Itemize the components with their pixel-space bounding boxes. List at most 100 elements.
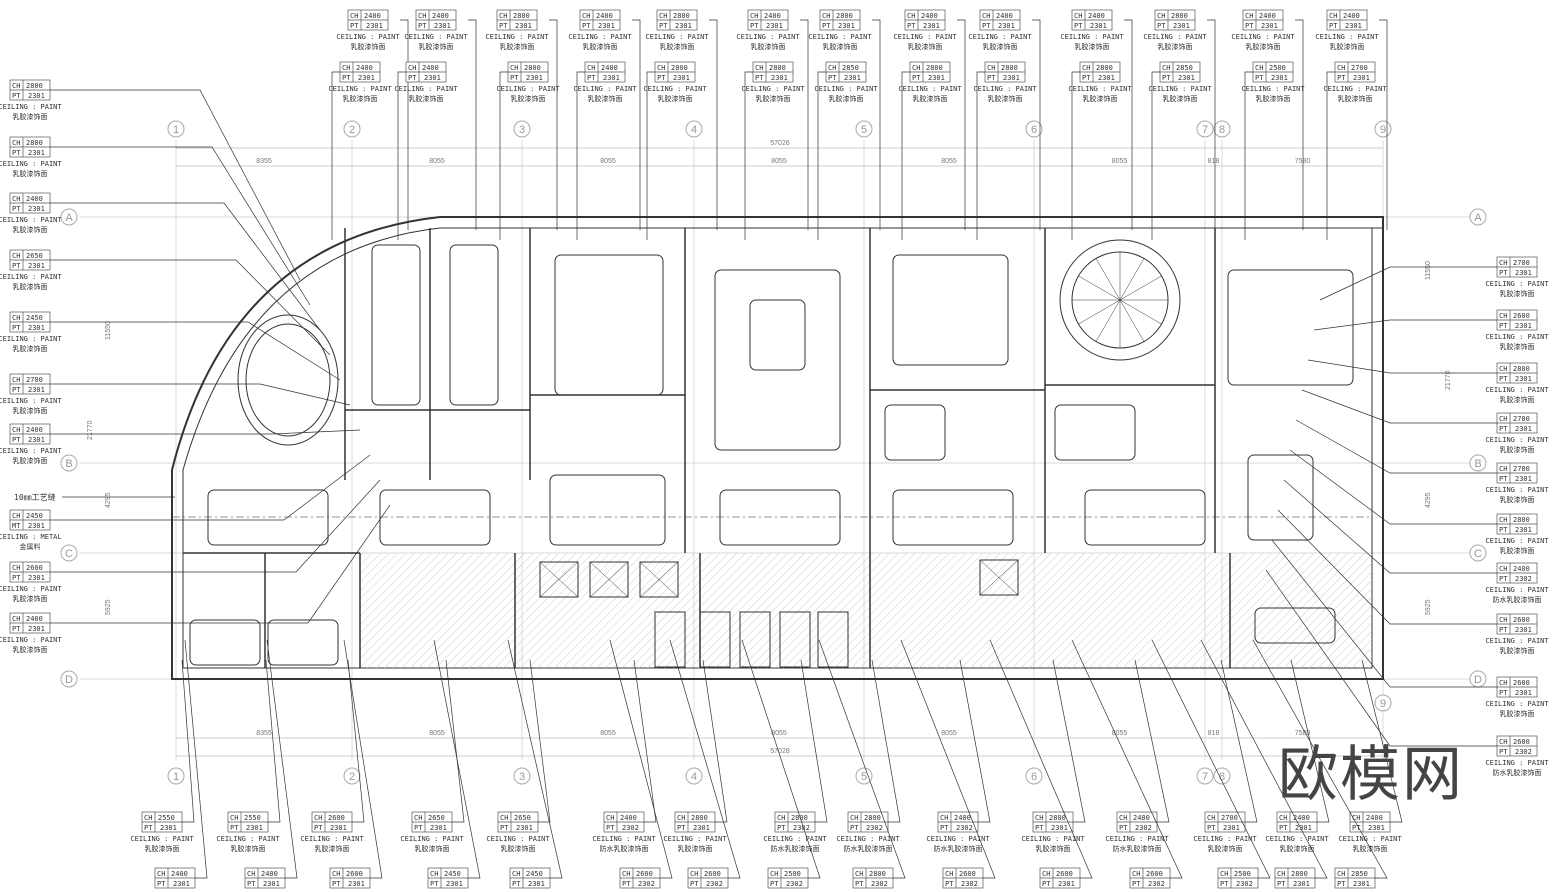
tag-ch-label: CH (157, 870, 165, 878)
leader-line (1295, 19, 1304, 230)
tag-material-code: PT (332, 880, 341, 888)
axis-label: 3 (519, 124, 525, 136)
axis-label: B (65, 458, 72, 470)
leader-line (800, 19, 809, 230)
leader-line (181, 659, 195, 823)
tag-material-number: 2301 (1515, 375, 1532, 383)
tag-material-en: CEILING : PAINT (592, 835, 656, 843)
ceiling-rib (1095, 258, 1121, 301)
tag-ch-label: CH (1499, 312, 1507, 320)
axis-bubble (1469, 454, 1487, 472)
leader-line (1134, 659, 1170, 823)
tag-material-en: CEILING : PAINT (328, 85, 392, 93)
tag-material-number: 2301 (28, 324, 45, 332)
tag-material-number: 2301 (424, 74, 441, 82)
tag-ch-label: CH (12, 376, 20, 384)
tag-ceiling-height: 2400 (432, 12, 449, 20)
tag-material-cn: 防水乳胶漆饰面 (771, 844, 820, 853)
tag-ceiling-height: 2400 (1293, 814, 1310, 822)
tag-material-en: CEILING : PAINT (0, 636, 62, 644)
leader-line (1252, 639, 1388, 879)
tag-ceiling-height: 2600 (328, 814, 345, 822)
tag-material-en: CEILING : PAINT (741, 85, 805, 93)
tag-material-number: 2301 (1345, 22, 1362, 30)
ceiling-rib (1119, 258, 1145, 301)
tag-material-code: PT (1035, 824, 1044, 832)
tag-material-en: CEILING : PAINT (485, 33, 549, 41)
tag-material-number: 2301 (1058, 880, 1075, 888)
tag-material-en: CEILING : PAINT (1060, 33, 1124, 41)
tag-material-en: CEILING : PAINT (1485, 700, 1549, 708)
tag-ch-label: CH (1255, 64, 1263, 72)
tag-material-code: PT (912, 74, 921, 82)
tag-material-cn: 乳胶漆饰面 (823, 42, 858, 51)
toilet-cubicle (654, 611, 686, 668)
tag-ch-label: CH (657, 64, 665, 72)
tag-ch-label: CH (1499, 365, 1507, 373)
tag-material-cn: 乳胶漆饰面 (1500, 646, 1535, 655)
fixture-box (639, 561, 679, 598)
tag-ch-label: CH (912, 64, 920, 72)
tag-ch-label: CH (1337, 870, 1345, 878)
axis-bubble (343, 767, 361, 785)
tag-material-code: PT (750, 22, 759, 30)
leader-line (50, 429, 361, 435)
ceiling-panel (207, 489, 329, 546)
tag-material-cn: 乳胶漆饰面 (751, 42, 786, 51)
tag-material-code: PT (414, 824, 423, 832)
tag-ch-label: CH (855, 870, 863, 878)
leader-line (1207, 19, 1216, 230)
tag-material-cn: 乳胶漆饰面 (1280, 844, 1315, 853)
tag-ceiling-height: 2500 (1234, 870, 1251, 878)
tag-ceiling-height: 2800 (864, 814, 881, 822)
leader-line (499, 71, 508, 240)
tag-ceiling-height: 2800 (1513, 365, 1530, 373)
tag-material-cn: 乳胶漆饰面 (1158, 42, 1193, 51)
tag-material-en: CEILING : PAINT (0, 585, 62, 593)
axis-label: C (1474, 548, 1482, 560)
tag-ceiling-height: 2400 (996, 12, 1013, 20)
tag-material-en: CEILING : PAINT (643, 85, 707, 93)
tag-material-number: 2301 (28, 436, 45, 444)
tag-material-code: PT (690, 880, 699, 888)
dimension-side: 4295 (105, 492, 112, 508)
tag-ch-label: CH (12, 139, 20, 147)
leader-line (702, 659, 728, 823)
tag-material-en: CEILING : PAINT (1315, 33, 1379, 41)
tag-ch-label: CH (770, 870, 778, 878)
tag-material-cn: 乳胶漆饰面 (1083, 94, 1118, 103)
tag-ch-label: CH (1499, 679, 1507, 687)
tag-material-cn: 乳胶漆饰面 (315, 844, 350, 853)
tag-material-number: 2301 (1515, 322, 1532, 330)
dimension-segment: 8355 (256, 730, 272, 737)
tag-material-cn: 乳胶漆饰面 (908, 42, 943, 51)
tag-material-code: PT (622, 880, 631, 888)
axis-label: 2 (349, 124, 355, 136)
tag-material-number: 2302 (1515, 575, 1532, 583)
tag-ch-label: CH (1132, 870, 1140, 878)
tag-ceiling-height: 2800 (1096, 64, 1113, 72)
tag-material-code: PT (606, 824, 615, 832)
axis-bubble (167, 120, 185, 138)
tag-material-code: PT (12, 149, 21, 157)
leader-line (397, 71, 406, 240)
tag-material-number: 2301 (28, 386, 45, 394)
ceiling-panel (1084, 489, 1206, 546)
tag-material-cn: 乳胶漆饰面 (13, 169, 48, 178)
tag-material-cn: 乳胶漆饰面 (988, 94, 1023, 103)
tag-ch-label: CH (1499, 415, 1507, 423)
tag-material-number: 2302 (866, 824, 883, 832)
leader-line (1361, 659, 1403, 823)
tag-material-code: PT (1499, 475, 1508, 483)
tag-material-cn: 乳胶漆饰面 (588, 94, 623, 103)
tag-ch-label: CH (1277, 870, 1285, 878)
tag-material-code: PT (1337, 74, 1346, 82)
leader-line (529, 659, 551, 823)
